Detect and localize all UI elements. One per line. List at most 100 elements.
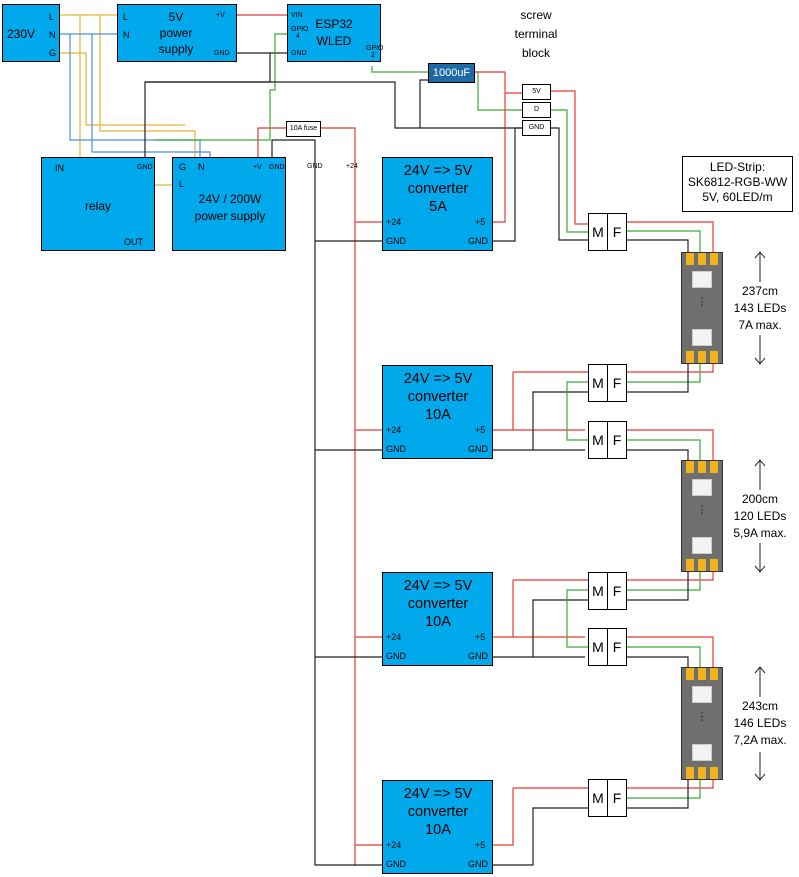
note-line-1: LED-Strip: [709,160,766,174]
wire-strip2-c4 [627,572,714,581]
dim-arrow-1 [754,251,766,365]
converter-3-title-1: 24V => 5V [403,578,473,594]
psu-5v: L N 5V power supply +V GND [117,4,237,62]
wire-c3-strip2-d [627,439,701,460]
strip-1-pad [698,253,706,265]
wire-strip3-c6 [627,780,714,789]
strip-2-pad [686,559,694,571]
wire-esp-gnd-terminal [145,81,522,129]
strip-1-pad [710,253,718,265]
led-strip-3: ⋮ [681,667,723,780]
wire-strip1-c2-d [627,364,701,383]
relay-in: IN [55,163,64,173]
wire-gpio4 [155,33,288,141]
connector-5-male: M [588,628,608,666]
converter-4-title-3: 10A [425,822,451,838]
strip-1-length: 237cm [741,284,779,298]
connector-6-female: F [607,779,627,817]
strip-2-dots: ⋮ [696,504,708,516]
wire-conv3-b [493,599,589,658]
relay-title: relay [84,199,112,213]
psu-24v-n: N [198,162,205,172]
converter-1-in-gnd: GND [386,236,406,246]
mains-pin-n: N [49,30,56,40]
converter-1-title-3: 5A [429,199,447,215]
esp32-pin-vin: VIN [291,12,303,19]
psu-24v-plus: +V [253,164,262,171]
strip-1-pad [686,253,694,265]
converter-4-out-gnd: GND [468,859,488,869]
led-strip-note: LED-Strip: SK6812-RGB-WW 5V, 60LED/m [682,156,793,212]
converter-1-out-plus: +5 [475,217,486,227]
strip-2-current: 5,9A max. [733,526,787,540]
strip-2-pad [698,559,706,571]
esp32-pin-gpio2: GPIO 2 [366,45,384,59]
terminal-caption-3: block [521,46,551,60]
converter-2-out-gnd: GND [468,444,488,454]
connector-1-female: F [607,213,627,251]
esp32-title-2: WLED [316,34,352,48]
fuse-label: 10A fuse [289,125,318,132]
psu-5v-pin-plus: +V [216,12,225,19]
mains-label: 230V [7,27,36,41]
wire-term-d [551,109,589,233]
led-strip-1: ⋮ [681,252,723,364]
connector-6-male: M [588,779,608,817]
converter-3-title-3: 10A [425,614,451,630]
esp32-pin-gnd: GND [291,50,307,57]
strip-2-pad [710,461,718,473]
note-line-3: 5V, 60LED/m [702,190,773,204]
wire-strip2-c4-d [627,572,701,591]
wire-conv3-a [493,579,589,638]
wire-strip3-c6-d [627,780,701,799]
esp32-wled: VIN GPIO 4 GND ESP32 WLED GPIO 2 [287,4,384,62]
terminal-5v-label: 5V [532,88,541,95]
wire-24v-plus-stubs [355,221,382,846]
strip-2-pad [686,461,694,473]
wire-c3-strip2-g [627,449,689,460]
bus-plus24-label: +24 [346,163,358,170]
psu-24v-l: L [179,179,185,189]
wire-c1-strip1 [627,221,714,252]
wire-c5-strip3-d [627,646,701,667]
connector-3-female: F [607,421,627,459]
wire-24v-gnd [271,139,382,866]
strip-1-led [692,329,712,346]
connector-2-male: M [588,364,608,402]
strip-3-current: 7,2A max. [733,733,787,747]
strip-3-pad [710,767,718,779]
terminal-5v: 5V [522,84,551,100]
connector-1-male: M [588,213,608,251]
wire-mains-n [59,33,211,160]
converter-2-out-plus: +5 [475,425,486,435]
strip-1-pad [710,351,718,363]
esp32-title-1: ESP32 [315,17,353,31]
converter-3-in-gnd: GND [386,651,406,661]
mains-pin-l: L [49,12,55,22]
wire-term-gnd [551,127,589,241]
psu-24v-g: G [179,162,187,172]
converter-1-out-gnd: GND [468,236,488,246]
strip-2-pad [698,461,706,473]
wire-cap-black [419,79,430,128]
dim-arrow-3 [754,666,766,781]
terminal-caption-1: screw [520,8,552,22]
strip-3-led [692,744,712,761]
wire-conv1-gnd [493,127,522,242]
strip-2-led [692,537,712,554]
strip-3-length: 243cm [741,699,779,713]
converter-1-title-2: converter [407,181,469,197]
connector-3-male: M [588,421,608,459]
strip-3-dots: ⋮ [696,711,708,723]
wire-c1-strip1-d [627,230,701,252]
strip-1-led [692,271,712,288]
connector-2-female: F [607,364,627,402]
converter-2-in-plus: +24 [386,425,402,435]
strip-3-pad [686,668,694,680]
led-strip-2: ⋮ [681,460,723,572]
connector-5-female: F [607,628,627,666]
wire-c2-d [566,381,589,441]
wire-cap-red [475,71,522,94]
converter-1: 24V => 5V converter 5A +24 GND +5 GND [382,157,493,251]
converter-3-out-gnd: GND [468,651,488,661]
